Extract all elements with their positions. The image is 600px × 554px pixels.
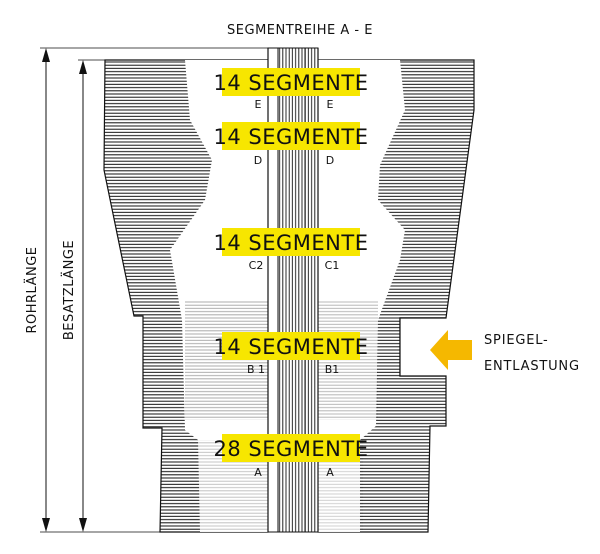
rohrlaenge-dimension: ROHRLÄNGE [24, 47, 268, 533]
segment-left-mark: B 1 [247, 363, 265, 376]
spiegel-annotation: SPIEGEL- ENTLASTUNG [430, 330, 580, 374]
segment-label: 14 SEGMENTE [214, 231, 369, 255]
segment-label: 14 SEGMENTE [214, 71, 369, 95]
segment-label-box [222, 122, 360, 150]
segment-label-box [222, 68, 360, 96]
segment-right-mark: A [326, 466, 334, 479]
segment-left-mark: E [255, 98, 262, 111]
segment-left-mark: A [254, 466, 262, 479]
segment-row-a: 28 SEGMENTE A A [214, 434, 369, 479]
arrow-left-icon [430, 330, 472, 370]
segment-row-b: 14 SEGMENTE B 1 B1 [214, 332, 369, 376]
segment-row-e: 14 SEGMENTE E E [214, 68, 369, 111]
segment-right-mark: D [326, 154, 334, 167]
rohrlaenge-label: ROHRLÄNGE [24, 246, 40, 333]
segment-row-d: 14 SEGMENTE D D [214, 122, 369, 167]
diagram-title: SEGMENTREIHE A - E [227, 23, 373, 38]
segment-left-mark: D [254, 154, 262, 167]
segment-right-mark: E [327, 98, 334, 111]
segment-right-mark: C1 [325, 259, 340, 272]
annotation-line2: ENTLASTUNG [484, 359, 580, 374]
segment-label: 28 SEGMENTE [214, 437, 369, 461]
segment-label: 14 SEGMENTE [214, 125, 369, 149]
annotation-line1: SPIEGEL- [484, 333, 549, 348]
segment-label-box [222, 332, 360, 360]
segment-right-mark: B1 [325, 363, 340, 376]
segment-label-box [222, 228, 360, 256]
segment-left-mark: C2 [249, 259, 264, 272]
besatzlaenge-dimension: BESATZLÄNGE [61, 59, 105, 532]
besatzlaenge-label: BESATZLÄNGE [61, 240, 77, 340]
segment-row-c: 14 SEGMENTE C2 C1 [214, 228, 369, 272]
segment-label: 14 SEGMENTE [214, 335, 369, 359]
segment-label-box [222, 434, 360, 462]
right-hatched-body [317, 59, 475, 533]
